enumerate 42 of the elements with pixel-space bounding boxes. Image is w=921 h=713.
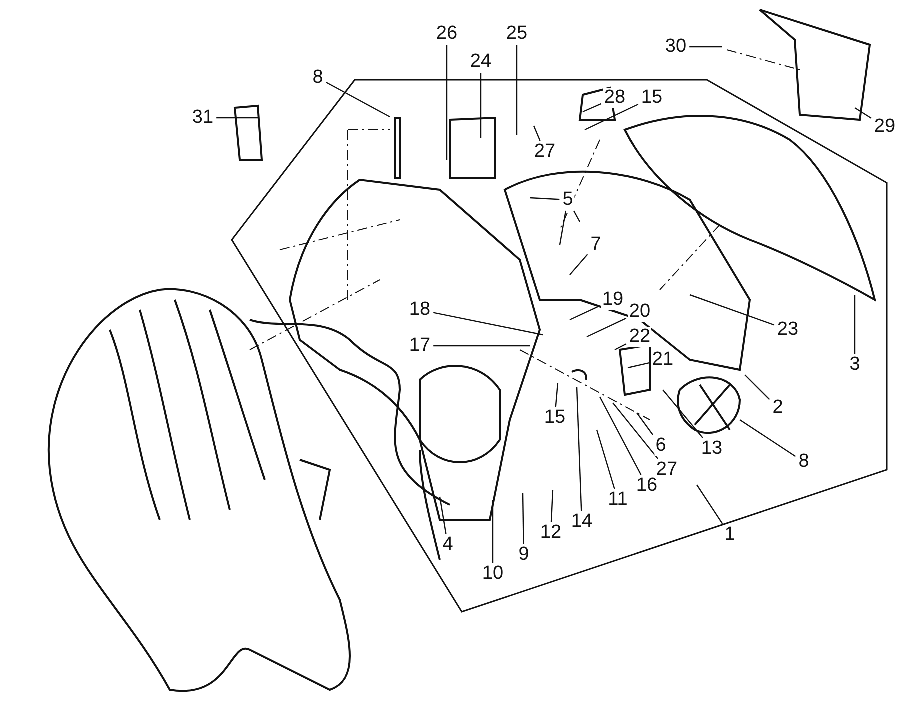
leader-line	[854, 295, 856, 354]
leader-line	[533, 126, 541, 142]
leader-line	[628, 362, 650, 369]
leader-line	[570, 306, 600, 321]
leader-line	[744, 374, 770, 400]
leader-line	[636, 412, 654, 436]
leader-line	[599, 396, 642, 476]
leader-line	[216, 117, 258, 119]
leader-line	[740, 420, 796, 458]
leader-line	[586, 318, 627, 338]
leader-line	[559, 210, 567, 246]
leader-line	[690, 294, 775, 326]
leader-line	[326, 82, 390, 118]
leader-line	[555, 382, 559, 408]
leader-line	[446, 45, 448, 160]
callout-number: 6	[654, 436, 668, 456]
leader-line	[570, 254, 588, 276]
leader-line	[516, 45, 518, 135]
leader-line	[550, 490, 554, 522]
leader-line	[433, 312, 544, 336]
callout-number: 22	[628, 327, 652, 347]
leader-line	[492, 500, 494, 563]
leader-line	[854, 108, 872, 119]
leader-line	[439, 496, 447, 534]
leader-line	[582, 103, 602, 113]
leader-line	[614, 344, 627, 351]
leader-line	[576, 386, 582, 512]
leader-line	[530, 197, 560, 200]
callout-number: 20	[628, 302, 652, 322]
leader-line	[690, 46, 722, 48]
leader-line	[584, 104, 639, 131]
leader-line	[662, 390, 704, 438]
leader-line	[434, 345, 530, 347]
leader-line	[573, 210, 581, 222]
leader-line	[696, 484, 724, 524]
callout-number: 5	[562, 190, 574, 210]
callout-number: 19	[601, 290, 625, 310]
leader-line	[596, 430, 616, 490]
callout-number: 28	[603, 88, 627, 108]
leader-line	[522, 492, 524, 544]
leader-line	[480, 73, 482, 138]
leader-line	[612, 402, 659, 460]
